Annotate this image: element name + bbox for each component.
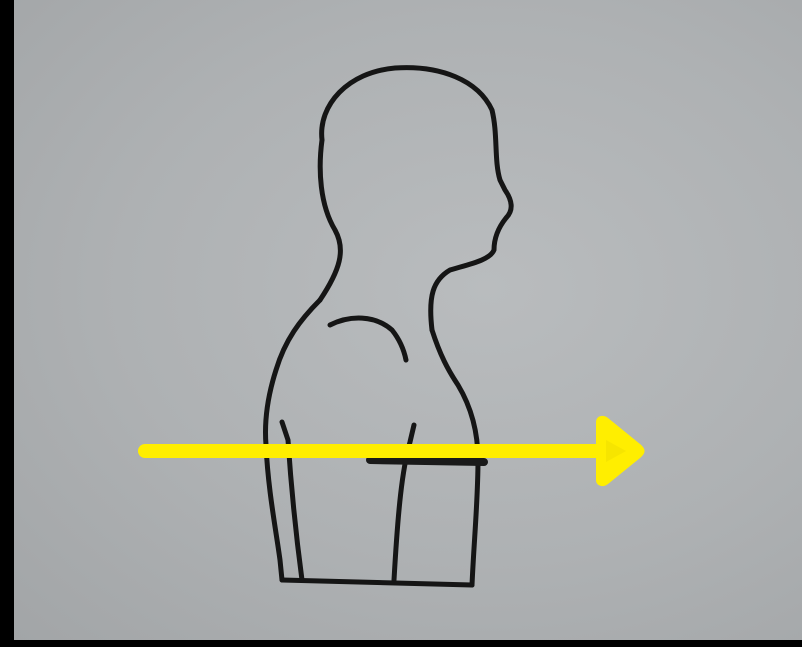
neck-back-outline bbox=[320, 140, 340, 300]
base-outline bbox=[282, 580, 472, 585]
arrow-right-icon bbox=[138, 416, 645, 486]
arrow-shaft bbox=[138, 444, 604, 458]
head-outline bbox=[322, 68, 512, 330]
back-outline bbox=[265, 300, 320, 580]
band-shadow bbox=[370, 460, 484, 462]
shoulder-outline bbox=[330, 318, 406, 360]
